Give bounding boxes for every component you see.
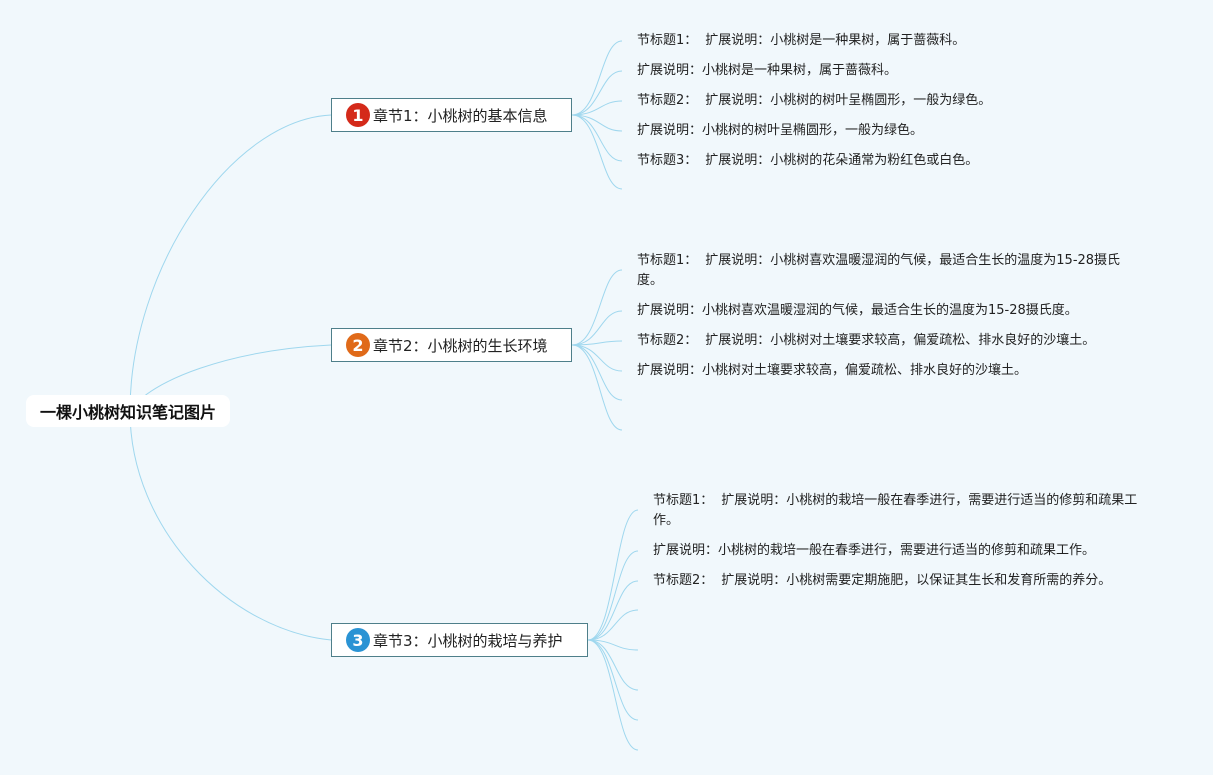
number-badge-2-icon: 2 xyxy=(346,333,370,357)
leaf-text: 扩展说明：小桃树是一种果树，属于蔷薇科。 xyxy=(637,63,898,78)
leaf-item[interactable]: 节标题1： 扩展说明：小桃树是一种果树，属于蔷薇科。 xyxy=(637,31,965,51)
leaf-text: 扩展说明：小桃树喜欢温暖湿润的气候，最适合生长的温度为15-28摄氏度。 xyxy=(637,303,1078,318)
number-badge-3-icon: 3 xyxy=(346,628,370,652)
chapter-node-1[interactable]: 1 章节1：小桃树的基本信息 xyxy=(331,98,572,132)
chapter-label: 章节2：小桃树的生长环境 xyxy=(373,336,548,355)
leaf-item[interactable]: 节标题2： 扩展说明：小桃树需要定期施肥，以保证其生长和发育所需的养分。 xyxy=(653,571,1111,591)
leaf-section-label: 节标题2： xyxy=(637,93,698,108)
leaf-text: 扩展说明：小桃树需要定期施肥，以保证其生长和发育所需的养分。 xyxy=(721,573,1112,588)
leaf-text: 扩展说明：小桃树的树叶呈椭圆形，一般为绿色。 xyxy=(637,123,924,138)
root-label: 一棵小桃树知识笔记图片 xyxy=(39,403,216,422)
leaf-text: 扩展说明：小桃树的花朵通常为粉红色或白色。 xyxy=(705,153,979,168)
chapter-node-3[interactable]: 3 章节3：小桃树的栽培与养护 xyxy=(331,623,588,657)
chapter-node-2[interactable]: 2 章节2：小桃树的生长环境 xyxy=(331,328,572,362)
chapter-label: 章节3：小桃树的栽培与养护 xyxy=(373,631,563,650)
number-badge-1-icon: 1 xyxy=(346,103,370,127)
leaf-item[interactable]: 节标题2： 扩展说明：小桃树对土壤要求较高，偏爱疏松、排水良好的沙壤土。 xyxy=(637,331,1095,351)
leaf-item[interactable]: 节标题1：扩展说明：小桃树喜欢温暖湿润的气候，最适合生长的温度为15-28摄氏度… xyxy=(637,251,1137,291)
link-root-chapter-3 xyxy=(129,410,332,641)
leaf-text: 扩展说明：小桃树对土壤要求较高，偏爱疏松、排水良好的沙壤土。 xyxy=(705,333,1096,348)
link-root-chapter-1 xyxy=(129,114,332,412)
leaf-text: 扩展说明：小桃树对土壤要求较高，偏爱疏松、排水良好的沙壤土。 xyxy=(637,363,1028,378)
chapter-label: 章节1：小桃树的基本信息 xyxy=(373,106,548,125)
leaf-text: 扩展说明：小桃树的栽培一般在春季进行，需要进行适当的修剪和疏果工作。 xyxy=(653,493,1138,528)
leaf-section-label: 节标题1： xyxy=(637,33,698,48)
leaf-item[interactable]: 扩展说明：小桃树是一种果树，属于蔷薇科。 xyxy=(637,61,897,81)
leaf-section-label: 节标题1： xyxy=(653,493,714,508)
leaf-text: 扩展说明：小桃树的栽培一般在春季进行，需要进行适当的修剪和疏果工作。 xyxy=(653,543,1096,558)
leaf-text: 扩展说明：小桃树是一种果树，属于蔷薇科。 xyxy=(705,33,966,48)
leaf-section-label: 节标题2： xyxy=(653,573,714,588)
leaf-item[interactable]: 节标题3： 扩展说明：小桃树的花朵通常为粉红色或白色。 xyxy=(637,151,978,171)
root-node[interactable]: 一棵小桃树知识笔记图片 xyxy=(26,395,230,427)
leaf-text: 扩展说明：小桃树的树叶呈椭圆形，一般为绿色。 xyxy=(705,93,992,108)
leaf-item[interactable]: 扩展说明：小桃树对土壤要求较高，偏爱疏松、排水良好的沙壤土。 xyxy=(637,361,1027,381)
leaf-section-label: 节标题3： xyxy=(637,153,698,168)
leaf-section-label: 节标题1： xyxy=(637,253,698,268)
leaf-item[interactable]: 扩展说明：小桃树的栽培一般在春季进行，需要进行适当的修剪和疏果工作。 xyxy=(653,541,1095,561)
leaf-text: 扩展说明：小桃树喜欢温暖湿润的气候，最适合生长的温度为15-28摄氏度。 xyxy=(637,253,1121,288)
leaf-item[interactable]: 扩展说明：小桃树的树叶呈椭圆形，一般为绿色。 xyxy=(637,121,923,141)
leaf-section-label: 节标题2： xyxy=(637,333,698,348)
leaf-item[interactable]: 节标题2： 扩展说明：小桃树的树叶呈椭圆形，一般为绿色。 xyxy=(637,91,991,111)
leaf-item[interactable]: 节标题1：扩展说明：小桃树的栽培一般在春季进行，需要进行适当的修剪和疏果工作。 xyxy=(653,491,1153,531)
leaf-item[interactable]: 扩展说明：小桃树喜欢温暖湿润的气候，最适合生长的温度为15-28摄氏度。 xyxy=(637,301,1078,321)
